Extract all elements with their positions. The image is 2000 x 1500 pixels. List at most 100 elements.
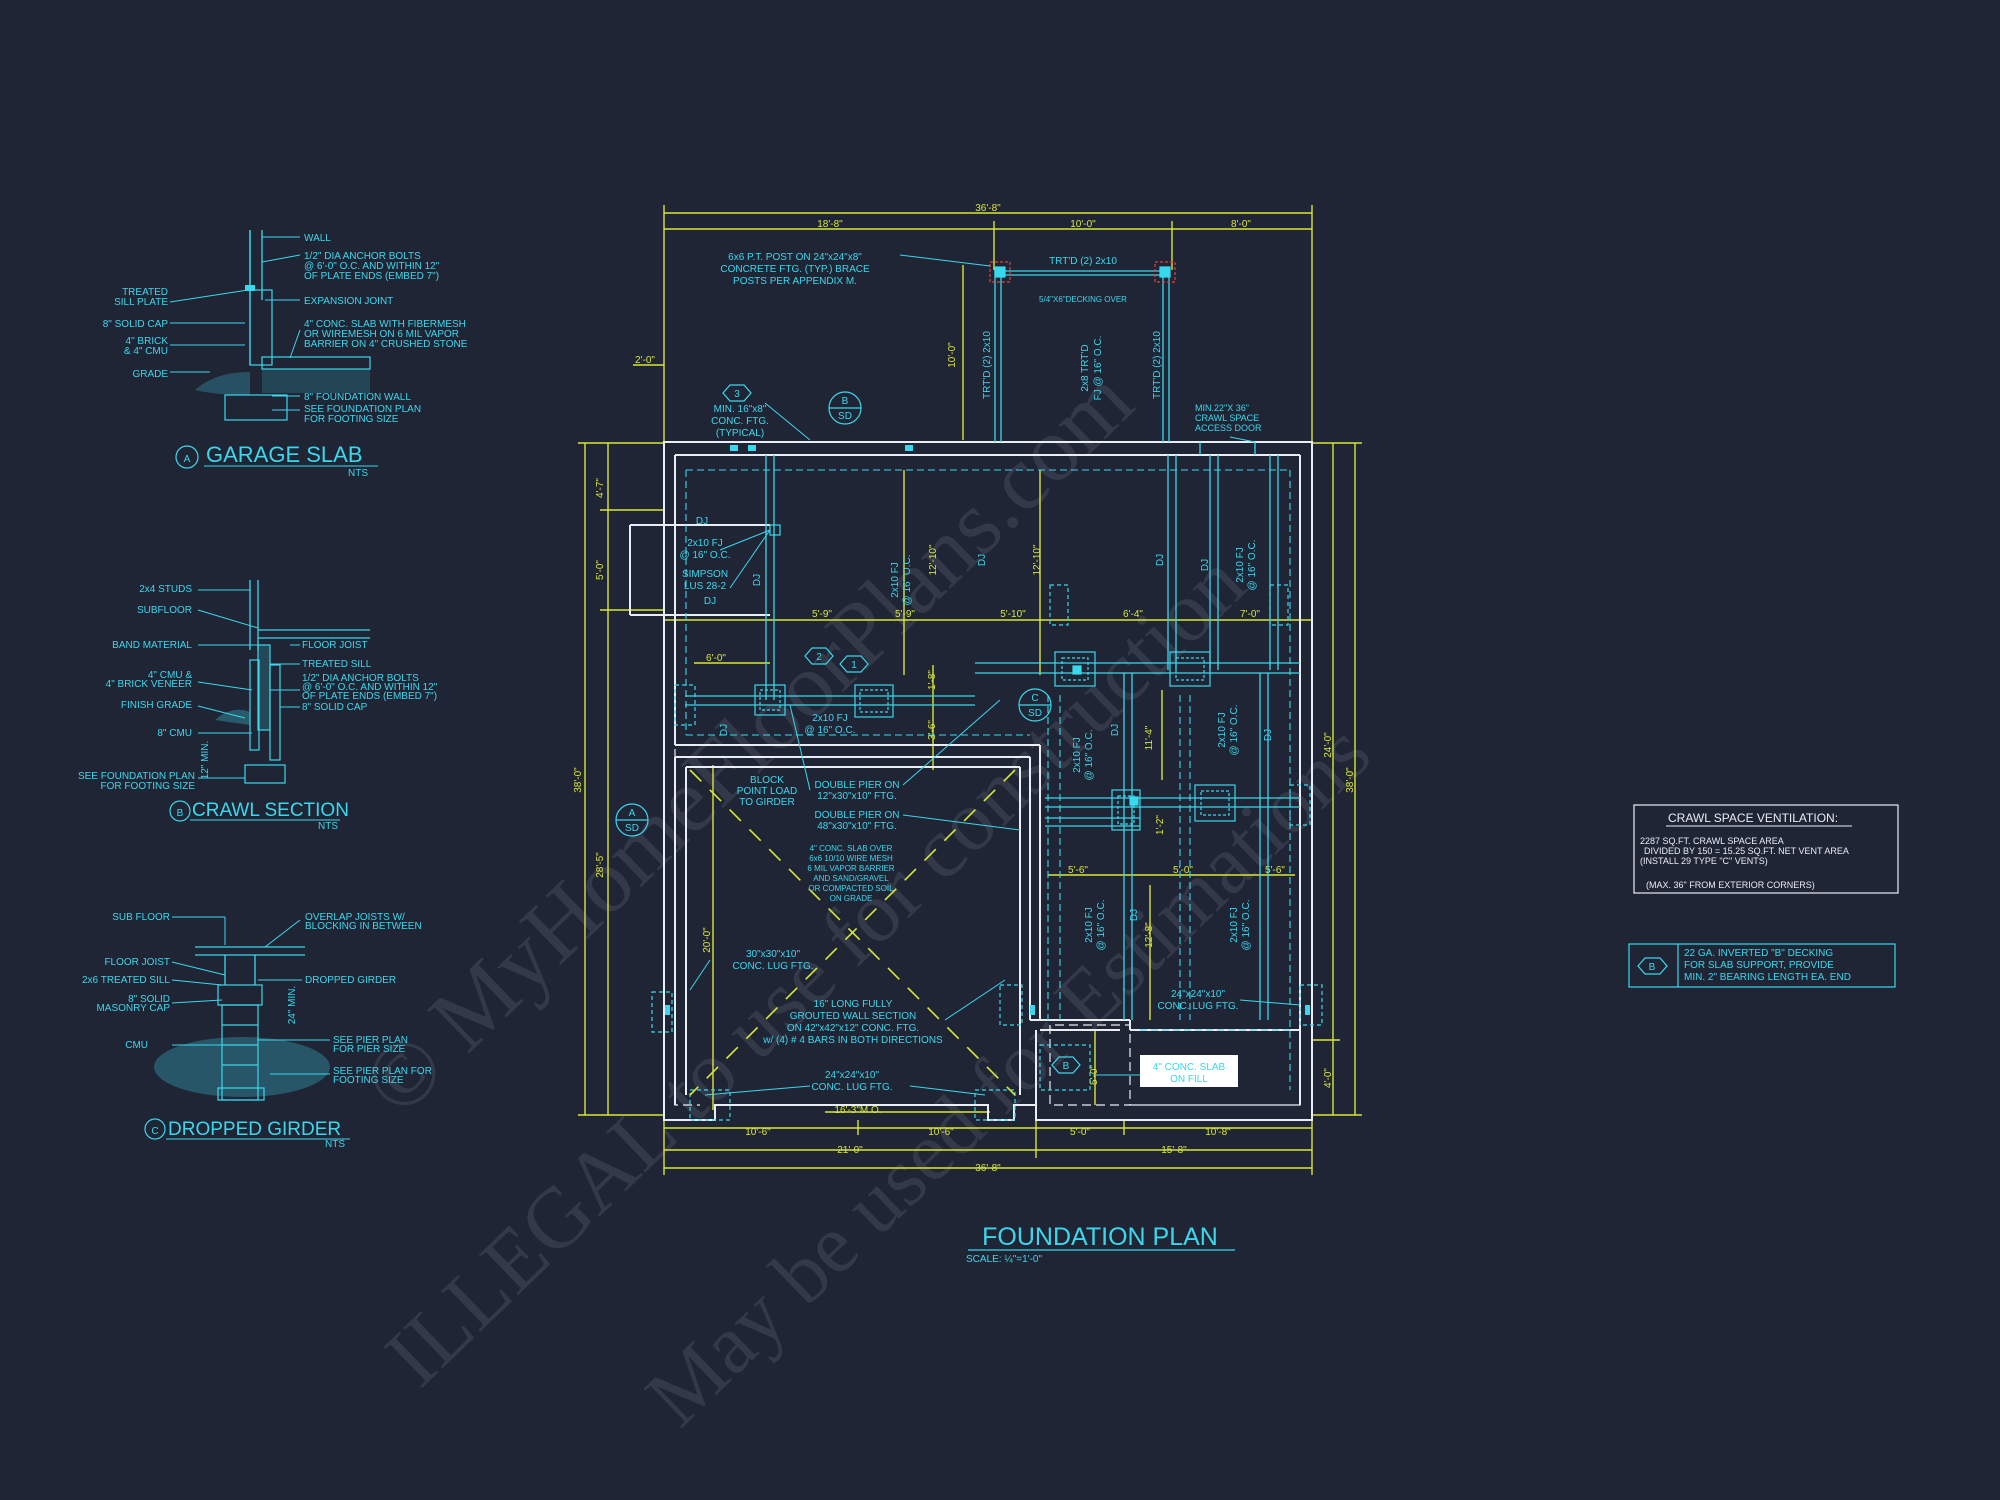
note-lug-footing: 24"x24"x10" bbox=[1171, 989, 1225, 1000]
note-joist-vertical: 2x10 FJ bbox=[1229, 907, 1240, 943]
note-joist: 2x10 FJ bbox=[687, 538, 723, 549]
note-joist-vertical: @ 16" O.C. bbox=[1241, 900, 1252, 951]
tag-hex bbox=[804, 647, 834, 665]
tag-label: SD bbox=[1028, 708, 1042, 719]
dropped-girder-label: FOR PIER SIZE bbox=[333, 1044, 406, 1055]
note-lug-footing: CONC. LUG FTG. bbox=[1157, 1001, 1238, 1012]
dim-interior: 6'-4" bbox=[1123, 609, 1143, 620]
decking-tag-label: B bbox=[1649, 962, 1656, 973]
garage-slab-label: BARRIER ON 4" CRUSHED STONE bbox=[304, 339, 468, 350]
garage-slab-label: 8" FOUNDATION WALL bbox=[304, 392, 411, 403]
note-double-pier: DOUBLE PIER ON bbox=[814, 810, 899, 821]
note-deck-joist: 2x8 TRT'D bbox=[1080, 344, 1091, 391]
note-lug-footing: CONC. LUG FTG. bbox=[811, 1082, 892, 1093]
dim-interior: 6'-0" bbox=[706, 653, 726, 664]
tag-label: 2 bbox=[816, 652, 822, 663]
detail-marker-letter: C bbox=[151, 1126, 158, 1137]
note-access: MIN.22"X 36" bbox=[1195, 403, 1249, 413]
dim-bottom-overall: 36'-8" bbox=[975, 1163, 1001, 1174]
note-footing: MIN. 16"x8" bbox=[714, 404, 767, 415]
note-post: POSTS PER APPENDIX M. bbox=[733, 276, 857, 287]
note-hanger: LUS 28-2 bbox=[684, 581, 727, 592]
nts-label: NTS bbox=[348, 468, 368, 479]
dim-left-overall: 38'-0" bbox=[573, 767, 584, 793]
slab-on-fill-highlight bbox=[1140, 1055, 1238, 1087]
note-double-pier: DOUBLE PIER ON bbox=[814, 780, 899, 791]
tag-label: B bbox=[842, 396, 849, 407]
plan-title: FOUNDATION PLAN bbox=[982, 1223, 1218, 1251]
crawl-section-label: SEE FOUNDATION PLAN bbox=[78, 771, 195, 782]
note-grouted-wall: w/ (4) # 4 BARS IN BOTH DIRECTIONS bbox=[762, 1035, 943, 1046]
dim-deck: 2'-0" bbox=[635, 355, 655, 366]
dim-bottom: 15'-8" bbox=[1161, 1145, 1187, 1156]
note-lug-footing: 30"x30"x10" bbox=[746, 949, 800, 960]
decking-note-box: B 22 GA. INVERTED "B" DECKING FOR SLAB S… bbox=[1628, 943, 1896, 988]
tag-label: A bbox=[629, 808, 636, 819]
note-block: TO GIRDER bbox=[739, 797, 794, 808]
note-joist-vertical: 2x10 FJ bbox=[1217, 712, 1228, 748]
dim-interior: 12'-8" bbox=[1144, 922, 1155, 948]
plan-scale: SCALE: ¼"=1'-0" bbox=[966, 1253, 1042, 1265]
tag-label: SD bbox=[838, 411, 852, 422]
detail-marker bbox=[175, 445, 199, 469]
dropped-girder-label: DROPPED GIRDER bbox=[305, 975, 396, 986]
girders bbox=[685, 270, 1300, 1090]
tag-label: SD bbox=[625, 823, 639, 834]
garage-slab-label: 4" CONC. SLAB WITH FIBERMESH bbox=[304, 319, 466, 330]
garage-slab-diagonals bbox=[689, 769, 1016, 1096]
garage-slab-label: & 4" CMU bbox=[124, 346, 168, 357]
tag-hex bbox=[839, 655, 869, 673]
dim-right: 24'-0" bbox=[1323, 732, 1334, 758]
note-decking: 5/4"X6"DECKING OVER bbox=[1039, 295, 1127, 304]
dim-deck: 10'-0" bbox=[947, 342, 958, 368]
dim-left: 5'-0" bbox=[595, 560, 606, 580]
note-joist: 2x10 FJ bbox=[812, 713, 848, 724]
dimension-lines bbox=[578, 205, 1362, 1175]
note-double-pier: 12"x30"x10" FTG. bbox=[817, 791, 897, 802]
plan-tags bbox=[615, 384, 1081, 1074]
dropped-girder-label: 2x6 TREATED SILL bbox=[82, 975, 170, 986]
crawl-section-label: 8" SOLID CAP bbox=[302, 702, 368, 713]
dropped-girder-label: SEE PIER PLAN FOR bbox=[333, 1066, 432, 1077]
crawl-section-label: OF PLATE ENDS (EMBED 7") bbox=[302, 691, 437, 702]
crawl-section-label: FLOOR JOIST bbox=[302, 640, 368, 651]
garage-slab-label: 4" BRICK bbox=[126, 336, 169, 347]
note-dj: DJ bbox=[719, 724, 730, 736]
crawl-section-label: 4" CMU & bbox=[148, 670, 192, 681]
dim-top: 8'-0" bbox=[1231, 219, 1251, 230]
note-dj: DJ bbox=[977, 554, 988, 566]
garage-slab-label: WALL bbox=[304, 233, 331, 244]
note-joist-vertical: @ 16" O.C. bbox=[902, 555, 913, 606]
note-joist-vertical: 2x10 FJ bbox=[1084, 907, 1095, 943]
note-grouted-wall: GROUTED WALL SECTION bbox=[790, 1011, 917, 1022]
crawl-section-label: 12" MIN. bbox=[200, 741, 211, 780]
dim-interior: 12'-10" bbox=[928, 544, 939, 575]
decking-note-line: 22 GA. INVERTED "B" DECKING bbox=[1684, 948, 1833, 959]
dropped-girder-label: 24" MIN. bbox=[287, 986, 298, 1025]
note-dj: DJ bbox=[1200, 559, 1211, 571]
dim-interior: 5'-9" bbox=[895, 609, 915, 620]
detail-marker-letter: B bbox=[177, 808, 184, 819]
note-joist: @ 16" O.C. bbox=[805, 725, 856, 736]
garage-slab-label: 8" SOLID CAP bbox=[103, 319, 169, 330]
note-footing: (TYPICAL) bbox=[716, 428, 764, 439]
dim-top-overall: 36'-8" bbox=[975, 203, 1001, 214]
crawl-section-label: 8" CMU bbox=[157, 728, 192, 739]
detail-title-dropped-girder: DROPPED GIRDER bbox=[168, 1119, 341, 1140]
garage-slab-label: OR WIREMESH ON 6 MIL VAPOR bbox=[304, 329, 459, 340]
detail-marker bbox=[144, 1118, 166, 1140]
note-dj: DJ bbox=[1129, 909, 1140, 921]
note-dj: DJ bbox=[1263, 729, 1274, 741]
note-beam-vertical: TRT'D (2) 2x10 bbox=[1152, 331, 1163, 399]
dropped-girder-label: MASONRY CAP bbox=[96, 1003, 170, 1014]
dim-interior: 5'-10" bbox=[1000, 609, 1026, 620]
crawl-section-label: TREATED SILL bbox=[302, 659, 372, 670]
piers bbox=[651, 261, 1323, 1121]
dropped-girder-label: SEE PIER PLAN bbox=[333, 1035, 408, 1046]
note-joist-vertical: @ 16" O.C. bbox=[1229, 705, 1240, 756]
dim-right: 4'-0" bbox=[1323, 1068, 1334, 1088]
dropped-girder-label: FOOTING SIZE bbox=[333, 1075, 404, 1086]
dim-right-overall: 38'-0" bbox=[1345, 767, 1356, 793]
note-beam: TRT'D (2) 2x10 bbox=[1049, 256, 1117, 267]
